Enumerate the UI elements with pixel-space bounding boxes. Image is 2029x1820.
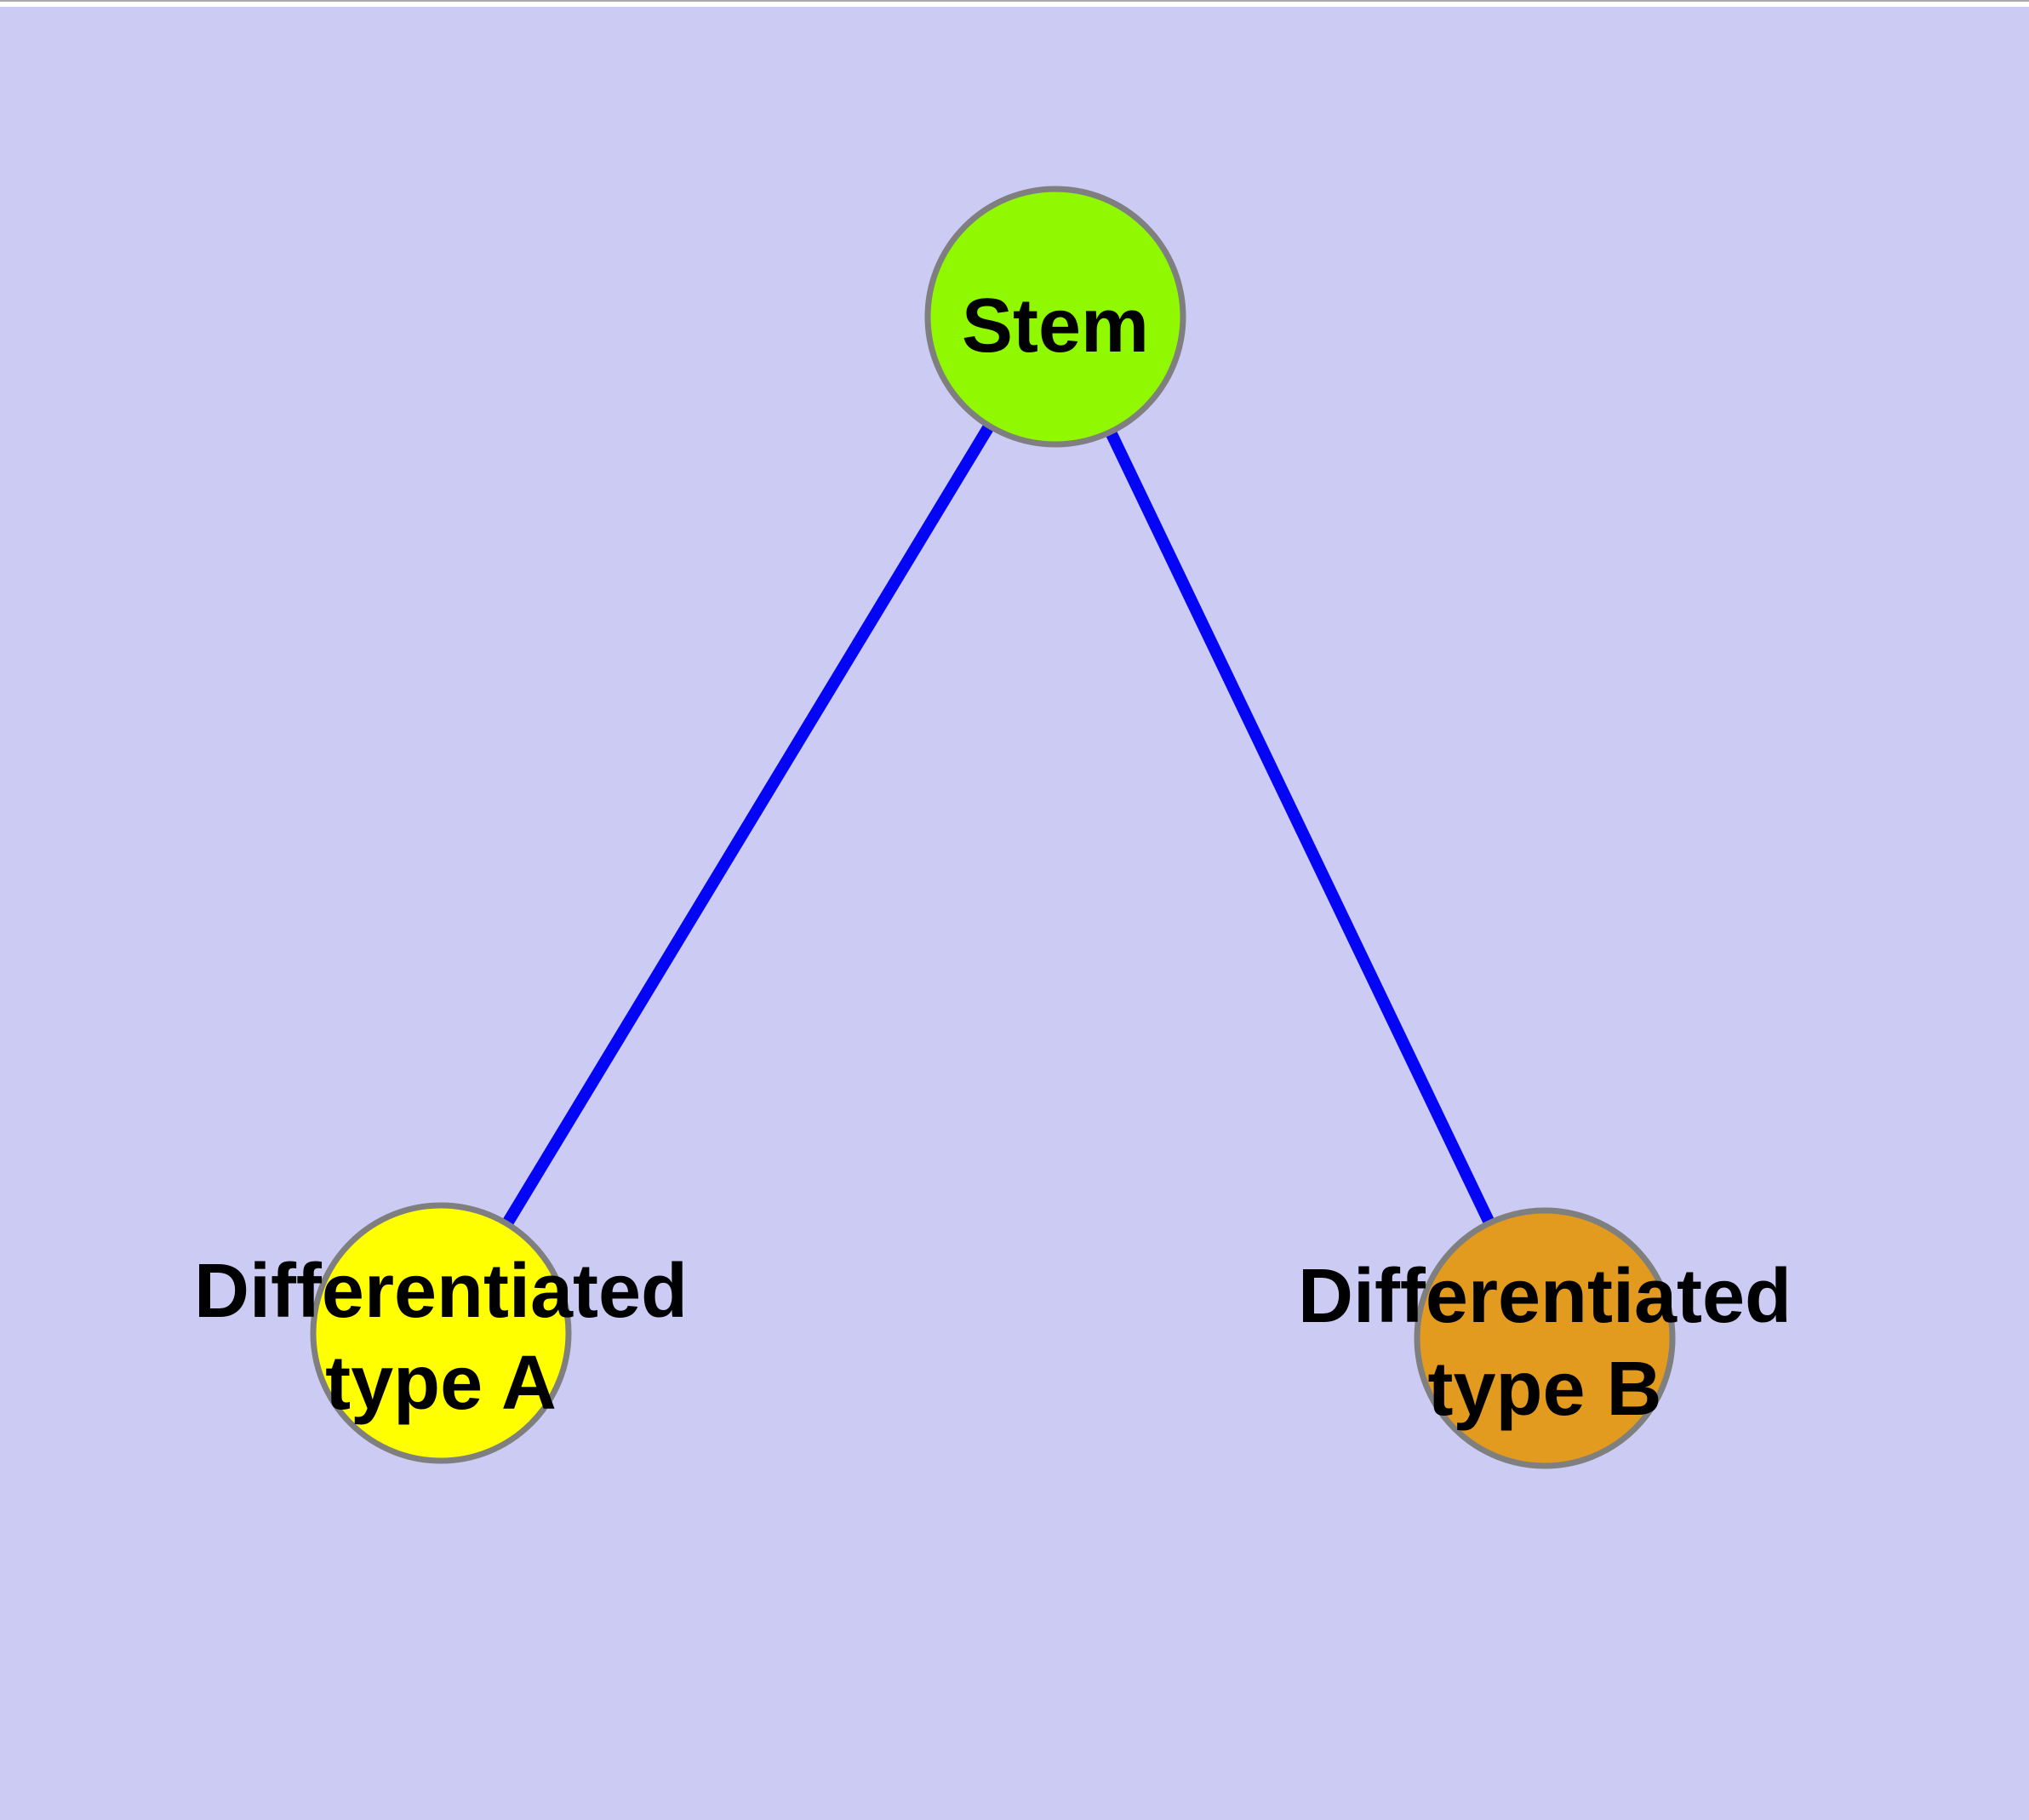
edge-stem-to-type-a	[436, 313, 1060, 1336]
node-stem-circle	[924, 186, 1186, 448]
node-type-a-label-line2: type A	[325, 1341, 557, 1426]
node-stem-label: Stem	[962, 283, 1149, 369]
node-type-b-label-line2: type B	[1427, 1347, 1661, 1432]
node-type-a-label-line1: Differentiated	[194, 1249, 688, 1334]
top-hairline	[0, 0, 2029, 2]
node-type-a-circle	[310, 1202, 572, 1464]
edge-stem-to-type-b	[1049, 313, 1551, 1342]
node-type-b-label-line1: Differentiated	[1298, 1254, 1792, 1339]
node-type-b-circle	[1414, 1207, 1676, 1469]
